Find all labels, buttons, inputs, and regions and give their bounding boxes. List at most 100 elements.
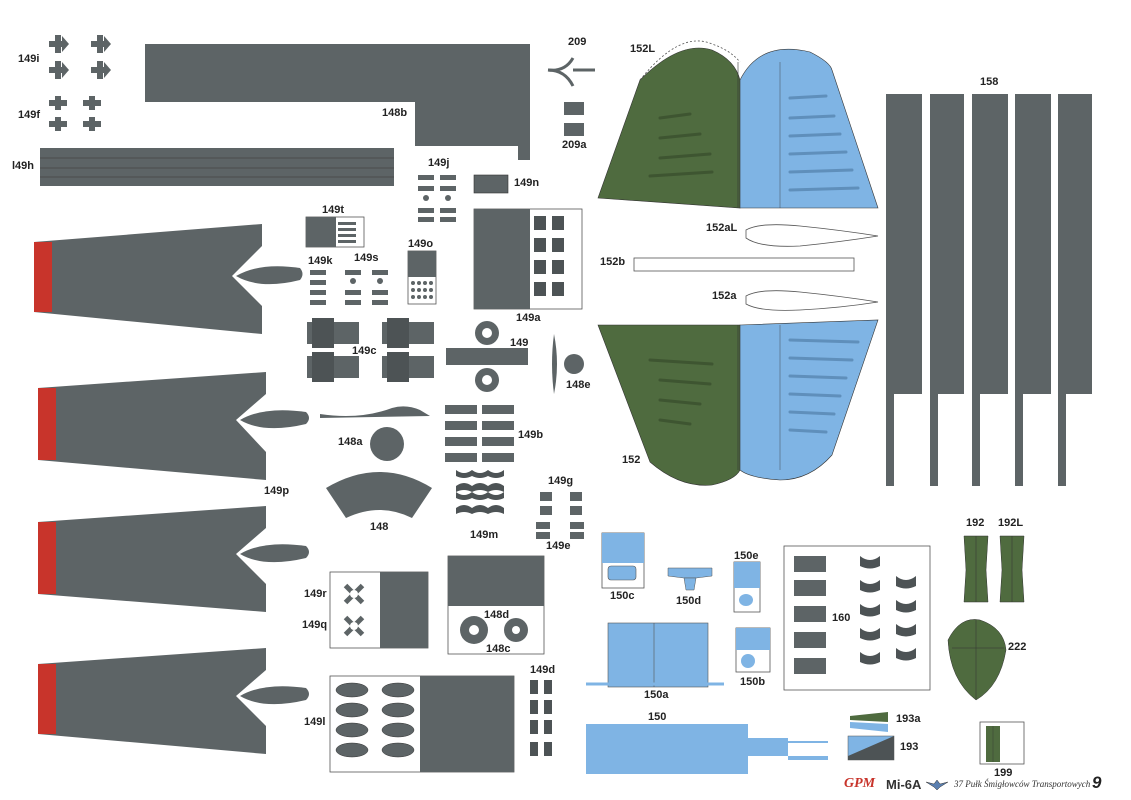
label-160: 160	[832, 612, 851, 624]
label-149j: 149j	[428, 157, 450, 169]
label-222: 222	[1008, 641, 1027, 653]
part-149d	[530, 680, 552, 756]
label-148: 148	[370, 521, 389, 533]
label-149l: 149l	[304, 716, 326, 728]
part-149	[446, 321, 528, 392]
part-148a	[370, 427, 404, 461]
unit-emblem-icon	[926, 779, 948, 790]
label-152b: 152b	[600, 256, 626, 268]
part-150c	[601, 532, 645, 589]
label-149a: 149a	[516, 312, 541, 324]
label-150c: 150c	[610, 590, 635, 602]
part-149t	[305, 216, 365, 248]
part-150a	[586, 622, 724, 688]
part-149f	[49, 96, 101, 131]
part-193	[847, 735, 895, 761]
label-149r: 149r	[304, 588, 327, 600]
page-number: 9	[1092, 773, 1102, 792]
label-192: 192	[966, 517, 985, 529]
label-149h: l49h	[12, 160, 35, 172]
label-199: 199	[994, 767, 1013, 779]
label-152a: 152a	[712, 290, 737, 302]
part-149r-149q	[329, 571, 429, 649]
label-149d: 149d	[530, 664, 556, 676]
part-150d	[667, 567, 713, 591]
label-193a: 193a	[896, 713, 921, 725]
label-149k: 149k	[308, 255, 333, 267]
part-160	[783, 545, 931, 691]
part-193a	[850, 712, 888, 732]
label-149b: 149b	[518, 429, 544, 441]
part-149c	[307, 318, 434, 382]
label-152aL: 152aL	[706, 222, 738, 234]
part-148a-profile	[320, 406, 430, 418]
part-150b	[735, 627, 771, 673]
part-149n	[473, 174, 509, 194]
part-148	[326, 472, 432, 518]
part-149p-blade-3	[38, 506, 309, 612]
part-149p-blade-1	[34, 224, 303, 334]
label-149f: 149f	[18, 109, 41, 121]
part-152a	[745, 290, 879, 311]
part-149m	[456, 470, 504, 514]
label-149o: 149o	[408, 238, 434, 250]
part-149g	[536, 492, 584, 539]
part-152L	[597, 40, 879, 209]
label-149c: 149c	[352, 345, 377, 357]
label-149t: 149t	[322, 204, 345, 216]
part-152aL	[745, 224, 879, 247]
label-158: 158	[980, 76, 999, 88]
part-158	[886, 94, 1092, 486]
part-149h	[40, 148, 394, 186]
part-192L	[999, 535, 1025, 603]
part-149p-blade-2	[38, 372, 309, 480]
part-148e	[552, 334, 584, 394]
label-149e: 149e	[546, 540, 571, 552]
part-222	[947, 619, 1007, 701]
part-149b	[445, 405, 514, 462]
part-209a	[564, 123, 584, 136]
part-148b	[145, 44, 530, 160]
label-152: 152	[622, 454, 641, 466]
label-148e: 148e	[566, 379, 591, 391]
label-152L: 152L	[630, 43, 656, 55]
part-149j	[418, 175, 456, 222]
part-199	[979, 721, 1025, 765]
part-192	[963, 535, 989, 603]
label-150: 150	[648, 711, 667, 723]
part-150	[586, 724, 828, 774]
part-152	[597, 319, 879, 486]
part-148d-148c	[447, 555, 545, 655]
label-150a: 150a	[644, 689, 669, 701]
label-193: 193	[900, 741, 919, 753]
part-149p-blade-4	[38, 648, 309, 754]
label-209a: 209a	[562, 139, 587, 151]
part-150e	[733, 561, 761, 613]
brand-logo: GPM	[844, 776, 876, 791]
label-149i: 149i	[18, 53, 40, 65]
label-149s: 149s	[354, 252, 379, 264]
part-209-square-1	[564, 102, 584, 115]
part-152b	[633, 257, 855, 272]
part-149o	[407, 250, 437, 305]
unit-name: 37 Pułk Śmigłowców Transportowych	[954, 779, 1091, 789]
label-148a: 148a	[338, 436, 363, 448]
label-148d: 148d	[484, 609, 510, 621]
label-149: 149	[510, 337, 529, 349]
part-149a	[473, 208, 583, 310]
model-name: Mi-6A	[886, 777, 922, 792]
label-150e: 150e	[734, 550, 759, 562]
part-149l	[329, 675, 515, 773]
label-149m: 149m	[470, 529, 499, 541]
label-148b: 148b	[382, 107, 408, 119]
label-209: 209	[568, 36, 587, 48]
part-209	[547, 57, 595, 87]
label-149q: 149q	[302, 619, 328, 631]
label-149n: 149n	[514, 177, 540, 189]
part-149s	[345, 270, 388, 305]
label-192L: 192L	[998, 517, 1024, 529]
footer: GPM Mi-6A 37 Pułk Śmigłowców Transportow…	[838, 773, 1128, 794]
label-150d: 150d	[676, 595, 702, 607]
part-149k	[310, 270, 326, 305]
